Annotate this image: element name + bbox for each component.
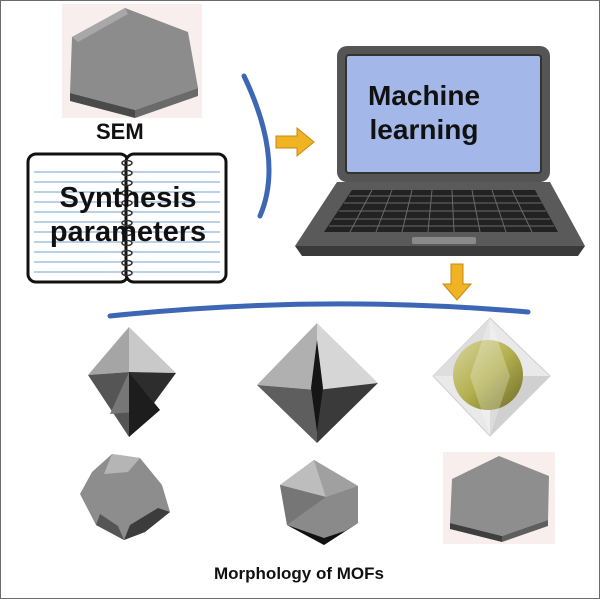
machine-learning-label: Machine learning xyxy=(350,79,498,147)
hexagonal-plate-icon xyxy=(443,452,555,544)
laptop-icon xyxy=(295,46,585,256)
output-bracket xyxy=(107,301,531,319)
morphology-label: Morphology of MOFs xyxy=(214,564,384,583)
concave-octahedron-icon xyxy=(88,327,176,437)
laptop-trackpad xyxy=(412,237,476,244)
truncated-octahedron-icon xyxy=(80,454,170,540)
sphere-in-octahedron-icon xyxy=(432,317,551,437)
laptop-screen xyxy=(345,54,542,174)
synthesis-label-line2: parameters xyxy=(49,216,207,248)
down-arrow-icon xyxy=(441,263,473,301)
notebook-spiral xyxy=(121,159,133,277)
octahedron-icon xyxy=(257,323,378,443)
hexagonal-plate-icon xyxy=(70,8,198,118)
laptop-keyboard xyxy=(324,189,558,233)
open-notebook-icon xyxy=(26,152,228,284)
synthesis-label-line1: Synthesis xyxy=(59,182,197,214)
sem-label: SEM xyxy=(96,119,144,144)
ml-label-line2: learning xyxy=(369,114,479,145)
ml-label-line1: Machine xyxy=(367,80,481,111)
synthesis-parameters-label: Synthesis parameters xyxy=(36,181,220,249)
right-arrow-icon xyxy=(275,126,315,158)
input-bracket xyxy=(241,73,272,219)
truncated-tetrahedron-icon xyxy=(280,460,358,545)
